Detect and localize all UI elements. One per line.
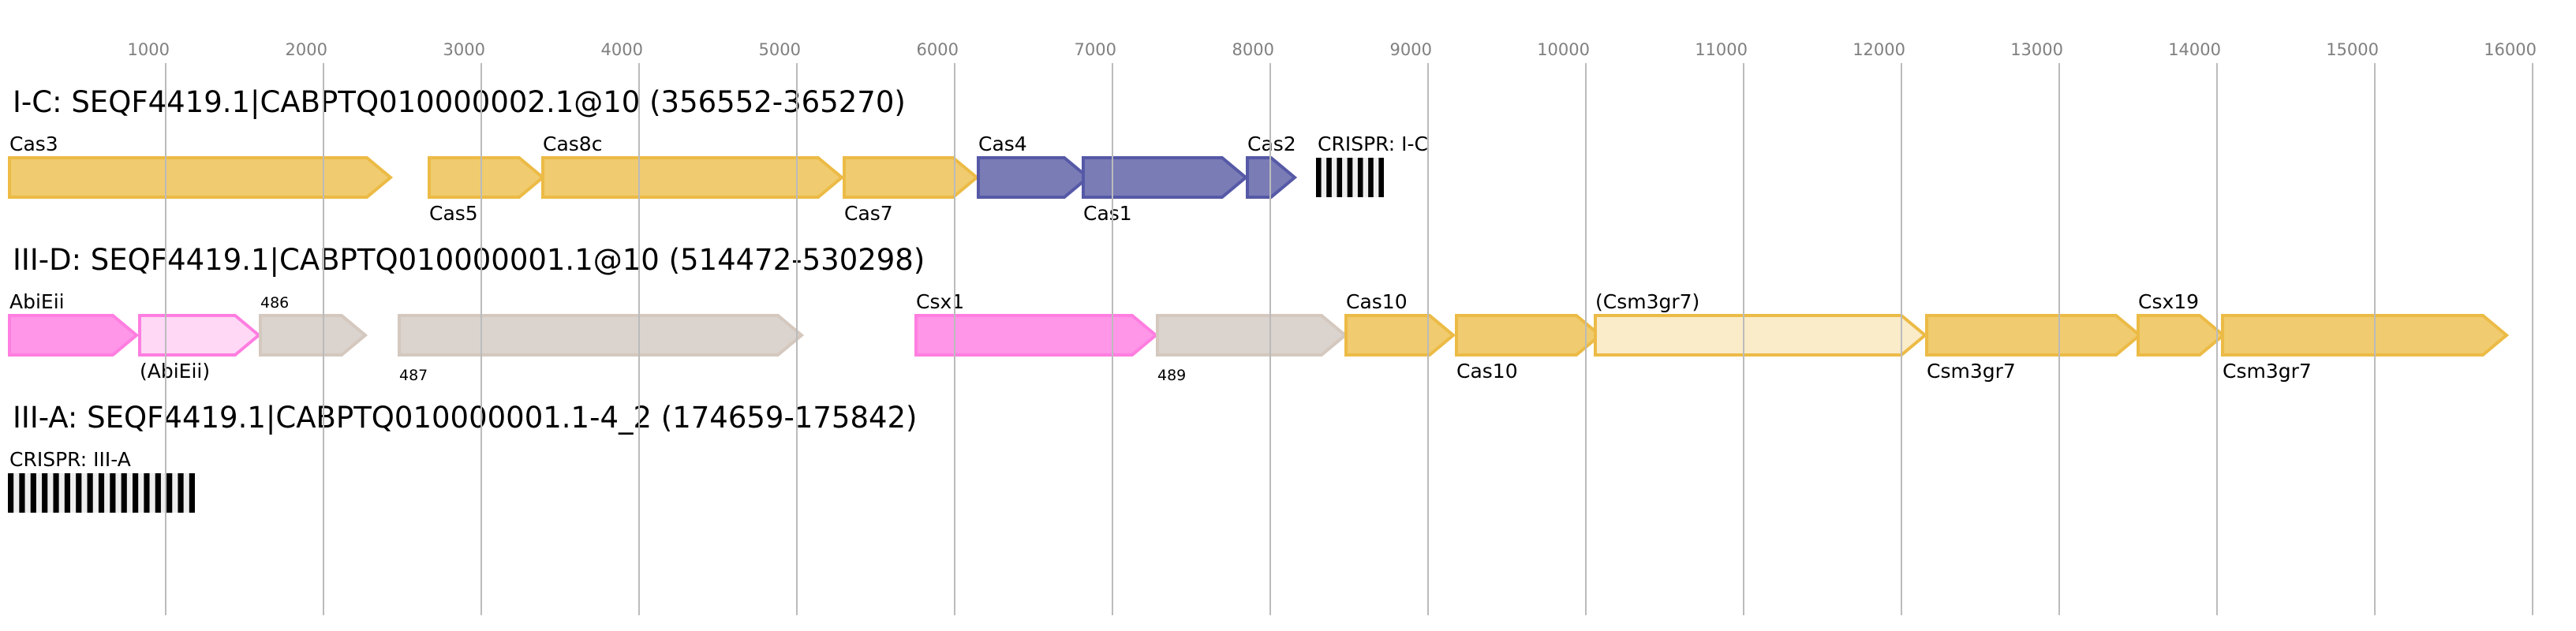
crispr-repeat — [1368, 158, 1374, 197]
row-title: III-A: SEQF4419.1|CABPTQ010000001.1-4_2 … — [13, 401, 918, 435]
gene-label: (AbiEii) — [140, 360, 210, 383]
tick-label: 1000 — [128, 40, 170, 59]
tick-label: 5000 — [759, 40, 801, 59]
gene-arrow[interactable] — [1082, 156, 1249, 199]
gene-arrow[interactable] — [914, 314, 1159, 357]
crispr-repeat — [42, 473, 48, 513]
crispr-repeat — [53, 473, 59, 513]
tick-label: 3000 — [443, 40, 485, 59]
gene-label: (Csm3gr7) — [1595, 290, 1699, 313]
gene-label: Cas1 — [1083, 202, 1132, 225]
gene-label: Cas10 — [1456, 360, 1518, 383]
crispr-repeat — [8, 473, 14, 513]
cluster-row: I-C: SEQF4419.1|CABPTQ010000002.1@10 (35… — [8, 85, 1428, 225]
crispr-repeat — [64, 473, 70, 513]
cluster-row: III-A: SEQF4419.1|CABPTQ010000001.1-4_2 … — [8, 401, 918, 513]
tick-label: 7000 — [1075, 40, 1116, 59]
crispr-repeat — [1378, 158, 1384, 197]
crispr-repeat — [1347, 158, 1353, 197]
crispr-repeat — [1357, 158, 1363, 197]
crispr-repeat — [98, 473, 105, 513]
crispr-repeat — [178, 473, 184, 513]
crispr-repeat — [155, 473, 161, 513]
gene-arrow[interactable] — [398, 314, 805, 357]
gene-label: Cas4 — [978, 133, 1027, 155]
crispr-array[interactable] — [8, 473, 195, 513]
gene-label: Csm3gr7 — [2223, 360, 2312, 383]
crispr-repeat — [133, 473, 139, 513]
gene-arrow[interactable] — [1344, 314, 1456, 357]
gene-label: Csx19 — [2138, 290, 2199, 313]
gene-arrow[interactable] — [8, 156, 394, 199]
gene-label: Cas8c — [543, 133, 602, 155]
gene-arrow[interactable] — [1455, 314, 1603, 357]
crispr-repeat — [76, 473, 82, 513]
gene-arrow[interactable] — [2221, 314, 2510, 357]
crispr-repeat — [110, 473, 116, 513]
grid-layer — [165, 63, 2533, 615]
gene-label: 486 — [260, 294, 289, 312]
crispr-repeat — [1316, 158, 1322, 197]
gene-label: 487 — [399, 367, 428, 384]
crispr-repeat — [121, 473, 127, 513]
tick-label: 14000 — [2168, 40, 2221, 59]
gene-label: Cas7 — [844, 202, 893, 225]
tick-label: 8000 — [1232, 40, 1274, 59]
gene-arrow[interactable] — [843, 156, 980, 199]
gene-label: Cas2 — [1247, 133, 1296, 155]
tick-label: 2000 — [286, 40, 327, 59]
tick-label: 10000 — [1537, 40, 1590, 59]
gene-arrow[interactable] — [1925, 314, 2143, 357]
tick-label: 4000 — [601, 40, 643, 59]
crispr-repeat — [1337, 158, 1343, 197]
tick-label: 6000 — [917, 40, 959, 59]
crispr-repeat — [87, 473, 93, 513]
gene-label: AbiEii — [9, 290, 65, 313]
gene-arrow[interactable] — [259, 314, 368, 357]
gene-label: Csm3gr7 — [1927, 360, 2016, 383]
gene-label: Cas5 — [429, 202, 478, 225]
gene-label: Csx1 — [916, 290, 964, 313]
crispr-repeat — [19, 473, 25, 513]
crispr-repeat — [30, 473, 36, 513]
gene-arrow[interactable] — [1156, 314, 1348, 357]
gene-label: 489 — [1157, 367, 1186, 384]
tick-label: 16000 — [2484, 40, 2537, 59]
gene-arrow[interactable] — [138, 314, 262, 357]
row-title: III-D: SEQF4419.1|CABPTQ010000001.1@10 (… — [13, 243, 925, 277]
crispr-repeat — [189, 473, 195, 513]
gene-arrow[interactable] — [541, 156, 845, 199]
gene-label: Cas10 — [1346, 290, 1408, 313]
crispr-array[interactable] — [1316, 158, 1384, 197]
tick-label: 12000 — [1853, 40, 1905, 59]
gene-arrow[interactable] — [8, 314, 140, 357]
tick-label: 11000 — [1695, 40, 1748, 59]
tick-label: 15000 — [2326, 40, 2379, 59]
gene-label: Cas3 — [9, 133, 58, 155]
crispr-repeat — [1326, 158, 1332, 197]
tick-label: 13000 — [2010, 40, 2063, 59]
gene-arrow[interactable] — [977, 156, 1091, 199]
gene-arrow[interactable] — [2137, 314, 2226, 357]
crispr-label: CRISPR: III-A — [9, 448, 131, 471]
crispr-repeat — [166, 473, 173, 513]
gene-arrow[interactable] — [428, 156, 546, 199]
cluster-row: III-D: SEQF4419.1|CABPTQ010000001.1@10 (… — [8, 243, 2510, 384]
tick-label: 9000 — [1390, 40, 1432, 59]
row-title: I-C: SEQF4419.1|CABPTQ010000002.1@10 (35… — [13, 85, 906, 119]
axis-ticks: 1000 2000 3000 4000 5000 6000 7000 8000 9000 1000… — [128, 40, 2537, 59]
crispr-label: CRISPR: I-C — [1318, 133, 1428, 155]
gene-arrow[interactable] — [1594, 314, 1928, 357]
crispr-repeat — [144, 473, 150, 513]
rows-layer: I-C: SEQF4419.1|CABPTQ010000002.1@10 (35… — [8, 85, 2510, 513]
